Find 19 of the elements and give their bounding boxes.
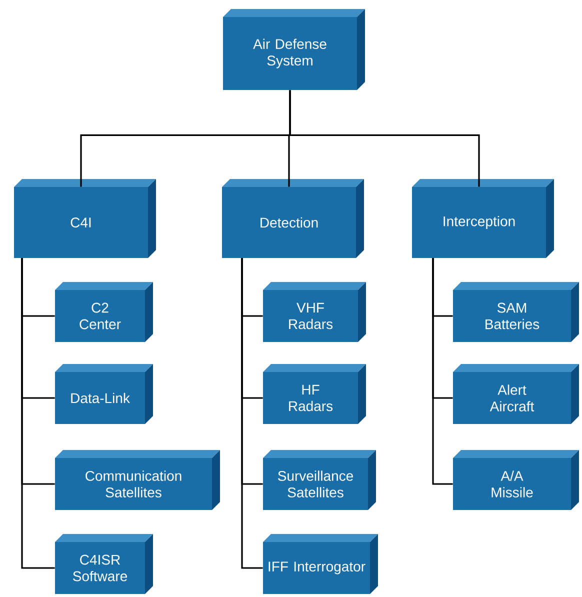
- connector-line: [289, 90, 480, 187]
- process-box: VHF Radars: [263, 282, 366, 342]
- process-box: C4ISR Software: [55, 534, 153, 594]
- process-box: Data-Link: [55, 364, 153, 424]
- connector-line: [241, 258, 263, 569]
- process-box: SAM Batteries: [453, 282, 579, 342]
- process-box: Detection: [222, 179, 364, 258]
- process-box: C4I: [14, 179, 156, 258]
- process-box: Air Defense System: [223, 9, 365, 90]
- process-box: Surveillance Satellites: [263, 450, 376, 510]
- process-box: Alert Aircraft: [453, 364, 579, 424]
- process-box: IFF Interrogator: [263, 534, 378, 594]
- process-box: HF Radars: [263, 364, 366, 424]
- process-box: A/A Missile: [453, 450, 579, 510]
- process-box: C2 Center: [55, 282, 153, 342]
- connector-line: [21, 258, 55, 569]
- process-box: Interception: [412, 179, 554, 258]
- process-box: Communication Satellites: [55, 450, 220, 510]
- connector-line: [432, 258, 453, 485]
